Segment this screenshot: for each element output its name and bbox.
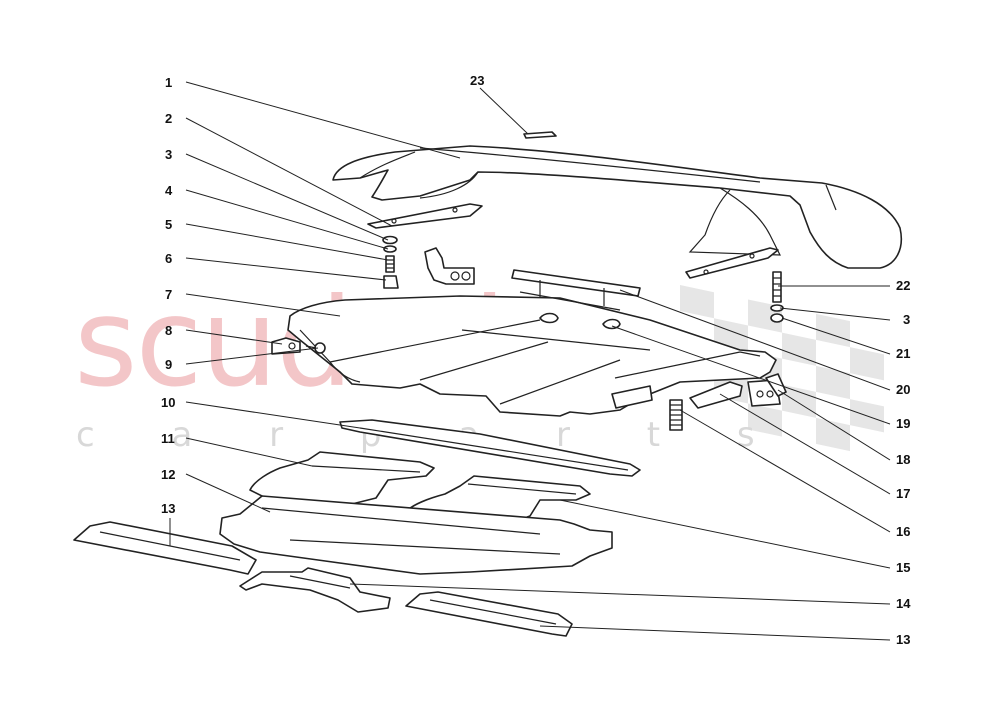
floor-mat-left bbox=[249, 451, 435, 509]
callout-12: 12 bbox=[161, 467, 175, 482]
callout-13-right: 13 bbox=[896, 632, 910, 647]
nut-left bbox=[383, 275, 399, 289]
callout-3-right: 3 bbox=[903, 312, 910, 327]
callout-7: 7 bbox=[165, 287, 172, 302]
spoiler-clip bbox=[523, 131, 557, 139]
spoiler-pad-left bbox=[367, 203, 483, 229]
callout-15: 15 bbox=[896, 560, 910, 575]
floor-carpet bbox=[219, 495, 613, 575]
callout-11: 11 bbox=[161, 431, 175, 446]
callout-18: 18 bbox=[896, 452, 910, 467]
callout-6: 6 bbox=[165, 251, 172, 266]
washer-left-2 bbox=[383, 245, 397, 253]
callout-13-left: 13 bbox=[161, 501, 175, 516]
hinge-strip bbox=[511, 269, 641, 306]
callout-8: 8 bbox=[165, 323, 172, 338]
washer-left bbox=[382, 235, 398, 245]
callout-23: 23 bbox=[470, 73, 484, 88]
callout-2: 2 bbox=[165, 111, 172, 126]
parcel-shelf bbox=[287, 291, 777, 417]
side-bracket bbox=[271, 337, 301, 355]
callout-14: 14 bbox=[896, 596, 911, 611]
leader-lines bbox=[169, 81, 891, 641]
callout-5: 5 bbox=[165, 217, 172, 232]
latch-hook bbox=[765, 373, 787, 397]
callout-4: 4 bbox=[165, 183, 173, 198]
callout-21: 21 bbox=[896, 346, 910, 361]
floor-bracket bbox=[239, 567, 391, 613]
rear-spoiler bbox=[332, 145, 902, 269]
spoiler-pad-right bbox=[685, 247, 779, 279]
shelf-handle bbox=[689, 381, 743, 409]
callout-22: 22 bbox=[896, 278, 910, 293]
callout-16: 16 bbox=[896, 524, 910, 539]
callout-1: 1 bbox=[165, 75, 172, 90]
callout-9: 9 bbox=[165, 357, 172, 372]
sill-trim-left bbox=[73, 521, 257, 575]
callout-10: 10 bbox=[161, 395, 175, 410]
callout-3: 3 bbox=[165, 147, 172, 162]
callout-17: 17 bbox=[896, 486, 910, 501]
sill-trim-right bbox=[405, 591, 573, 637]
callout-19: 19 bbox=[896, 416, 910, 431]
callout-20: 20 bbox=[896, 382, 910, 397]
callout-labels: 1 2 3 4 5 6 7 8 9 10 11 12 13 23 22 3 21… bbox=[161, 73, 911, 647]
stud-right bbox=[772, 271, 782, 303]
nut-right bbox=[770, 313, 784, 323]
